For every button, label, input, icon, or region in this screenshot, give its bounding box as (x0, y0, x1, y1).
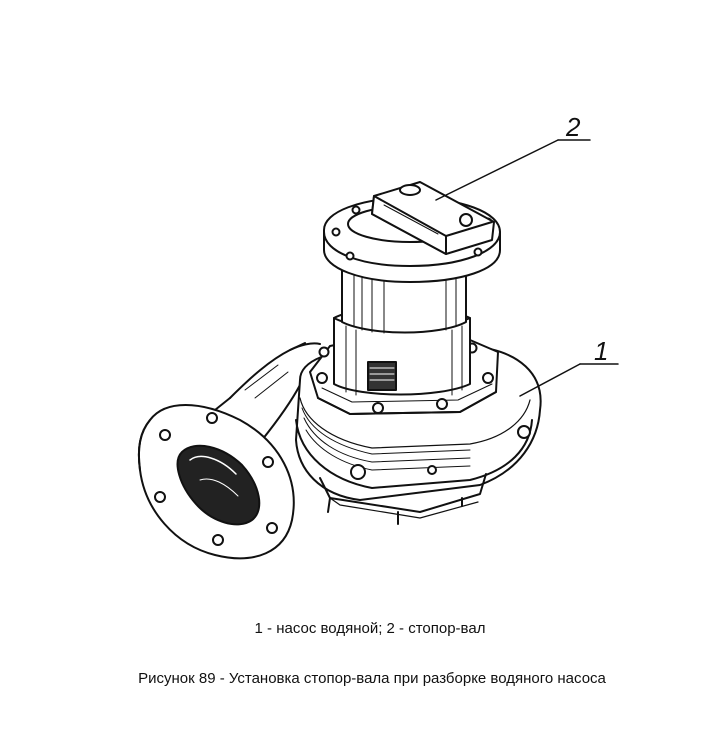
leader-line-1 (519, 363, 581, 397)
water-pump-drawing (137, 139, 619, 560)
figure-legend: 1 - насос водяной; 2 - стопор-вал (254, 620, 486, 637)
callout-number-1: 1 (594, 336, 609, 366)
shaft-stopper-part (371, 181, 495, 255)
callout-number-2: 2 (566, 112, 581, 142)
inlet-flange (137, 404, 295, 560)
technical-illustration: 2 1 (137, 112, 619, 560)
figure-caption: Рисунок 89 - Установка стопор-вала при р… (138, 670, 606, 687)
leader-line-2 (435, 139, 559, 201)
leader-lines (435, 139, 619, 397)
